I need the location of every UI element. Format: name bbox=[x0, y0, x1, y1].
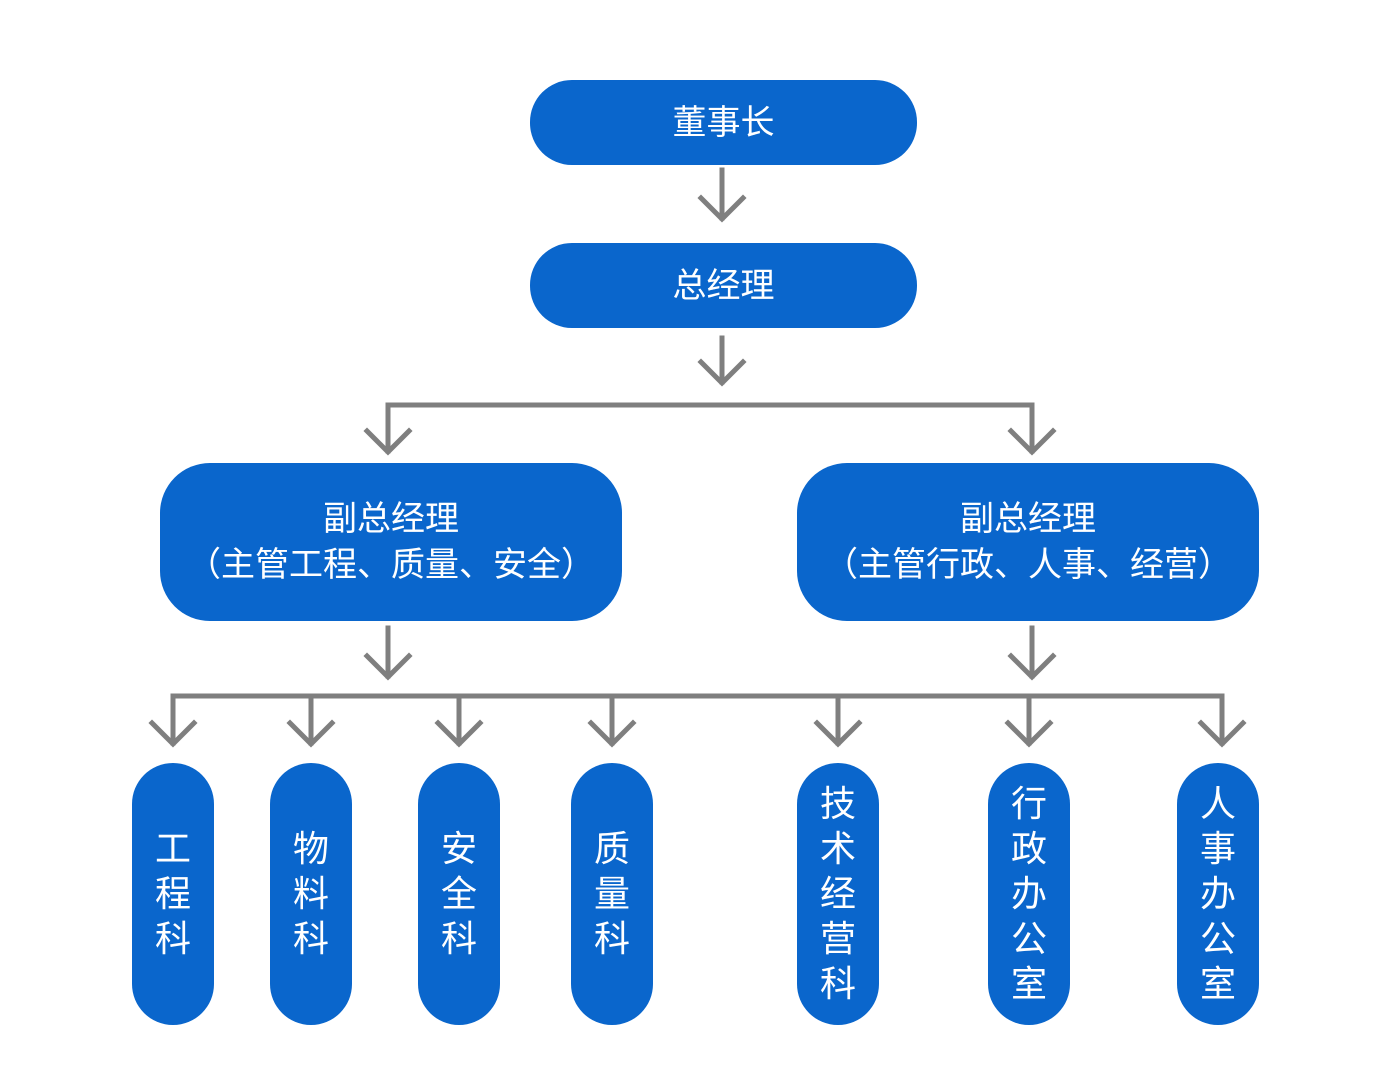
node-general-manager-label: 总经理 bbox=[672, 265, 775, 306]
dept-label-char: 办 bbox=[1010, 873, 1047, 915]
dept-label: 工程科 bbox=[153, 827, 193, 962]
dept-label: 物料科 bbox=[291, 827, 331, 962]
arrowhead-icon bbox=[813, 719, 863, 748]
dept-label-char: 人 bbox=[1199, 783, 1236, 825]
arrowhead-icon bbox=[363, 652, 413, 681]
node-chairman-label: 董事长 bbox=[672, 102, 775, 143]
arrowhead-icon bbox=[434, 719, 484, 748]
node-vp-engineering: 副总经理 （主管工程、质量、安全） bbox=[160, 463, 622, 621]
dept-label-char: 办 bbox=[1199, 873, 1236, 915]
dept-label-char: 公 bbox=[1010, 918, 1047, 960]
dept-label-char: 营 bbox=[819, 918, 856, 960]
arrowhead-icon bbox=[1007, 427, 1057, 456]
dept-label-char: 室 bbox=[1010, 963, 1047, 1005]
dept-label-char: 工 bbox=[154, 828, 191, 870]
dept-label-char: 事 bbox=[1199, 828, 1236, 870]
dept-label-char: 室 bbox=[1199, 963, 1236, 1005]
dept-label-char: 科 bbox=[292, 918, 329, 960]
node-dept-tech-business: 技术经营科 bbox=[797, 763, 879, 1025]
dept-label-char: 质 bbox=[593, 828, 630, 870]
dept-label: 质量科 bbox=[592, 827, 632, 962]
node-vp-admin-subtitle: （主管行政、人事、经营） bbox=[824, 545, 1232, 585]
dept-label-char: 物 bbox=[292, 828, 329, 870]
dept-label-char: 科 bbox=[154, 918, 191, 960]
arrowhead-icon bbox=[697, 358, 747, 387]
dept-label-char: 政 bbox=[1010, 828, 1047, 870]
arrowhead-icon bbox=[1007, 652, 1057, 681]
node-vp-admin-title: 副总经理 bbox=[960, 499, 1096, 539]
arrowhead-icon bbox=[148, 719, 198, 748]
dept-label: 行政办公室 bbox=[1009, 782, 1049, 1007]
dept-label: 技术经营科 bbox=[818, 782, 858, 1007]
dept-label-char: 量 bbox=[593, 873, 630, 915]
dept-label-char: 程 bbox=[154, 873, 191, 915]
node-chairman: 董事长 bbox=[530, 80, 917, 165]
dept-label: 人事办公室 bbox=[1198, 782, 1238, 1007]
dept-label-char: 术 bbox=[819, 828, 856, 870]
dept-label-char: 行 bbox=[1010, 783, 1047, 825]
dept-label-char: 科 bbox=[440, 918, 477, 960]
dept-label-char: 技 bbox=[819, 783, 856, 825]
arrowhead-icon bbox=[1197, 719, 1247, 748]
arrowhead-icon bbox=[697, 194, 747, 223]
node-vp-engineering-title: 副总经理 bbox=[323, 499, 459, 539]
arrowhead-icon bbox=[1004, 719, 1054, 748]
node-dept-materials: 物料科 bbox=[270, 763, 352, 1025]
node-general-manager: 总经理 bbox=[530, 243, 917, 328]
arrowhead-icon bbox=[587, 719, 637, 748]
node-dept-engineering: 工程科 bbox=[132, 763, 214, 1025]
arrowhead-icon bbox=[286, 719, 336, 748]
dept-label-char: 料 bbox=[292, 873, 329, 915]
dept-label-char: 全 bbox=[440, 873, 477, 915]
dept-label-char: 公 bbox=[1199, 918, 1236, 960]
node-dept-safety: 安全科 bbox=[418, 763, 500, 1025]
node-vp-admin: 副总经理 （主管行政、人事、经营） bbox=[797, 463, 1259, 621]
node-dept-admin-office: 行政办公室 bbox=[988, 763, 1070, 1025]
arrowhead-icon bbox=[363, 427, 413, 456]
dept-label: 安全科 bbox=[439, 827, 479, 962]
dept-label-char: 科 bbox=[819, 963, 856, 1005]
dept-label-char: 科 bbox=[593, 918, 630, 960]
node-dept-hr-office: 人事办公室 bbox=[1177, 763, 1259, 1025]
dept-label-char: 经 bbox=[819, 873, 856, 915]
node-vp-engineering-subtitle: （主管工程、质量、安全） bbox=[187, 545, 595, 585]
dept-label-char: 安 bbox=[440, 828, 477, 870]
node-dept-quality: 质量科 bbox=[571, 763, 653, 1025]
